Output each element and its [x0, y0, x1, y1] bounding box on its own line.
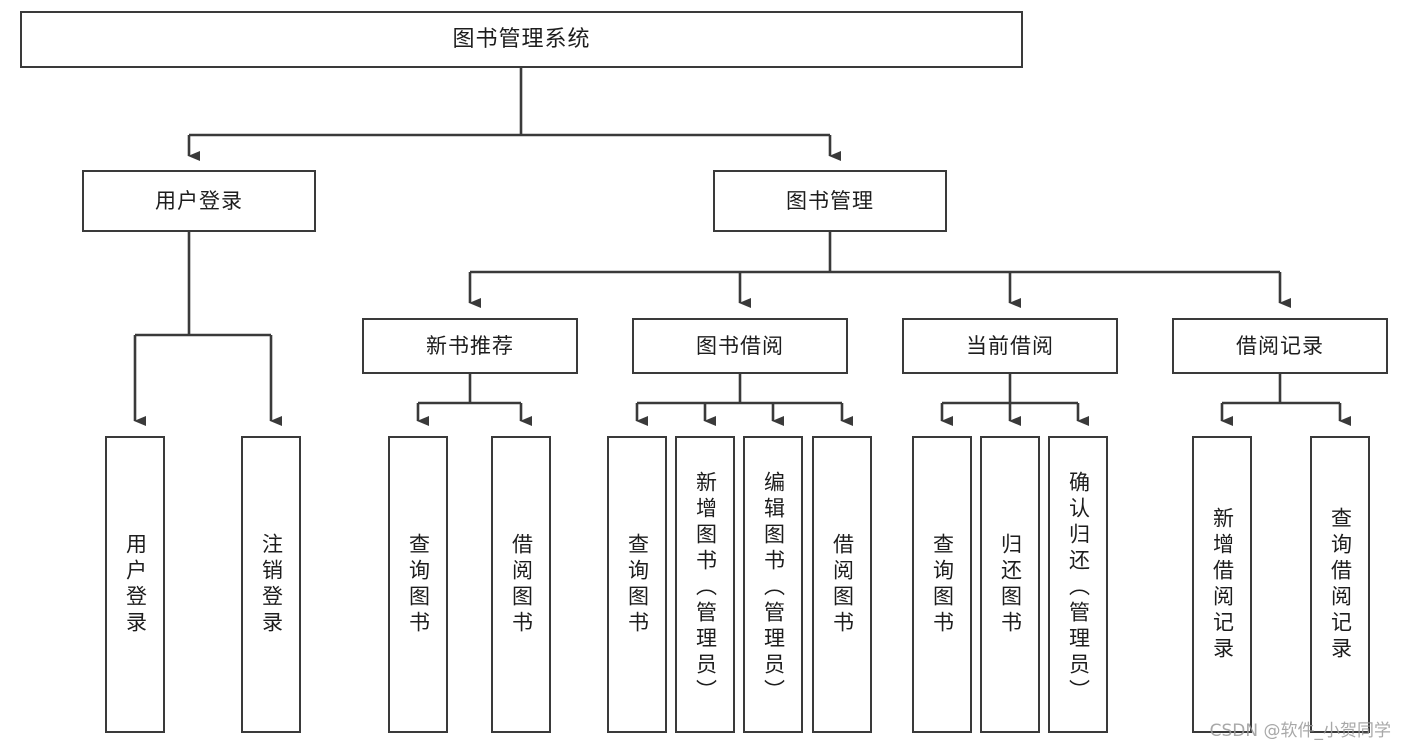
node-label: 借阅图书 — [830, 532, 855, 637]
node-label: 查询借阅记录 — [1328, 506, 1353, 663]
leaf-current-borrow-query-book[interactable]: 查询图书 — [912, 436, 972, 733]
node-label: 编辑图书（管理员） — [761, 470, 786, 705]
node-label: 借阅记录 — [1236, 333, 1324, 358]
node-label: 用户登录 — [123, 532, 148, 637]
leaf-borrow-record-add-record[interactable]: 新增借阅记录 — [1192, 436, 1252, 733]
node-label: 图书借阅 — [696, 333, 784, 358]
node-user-login[interactable]: 用户登录 — [82, 170, 316, 232]
node-label: 新增借阅记录 — [1210, 506, 1235, 663]
leaf-book-borrow-borrow-book[interactable]: 借阅图书 — [812, 436, 872, 733]
node-label: 当前借阅 — [966, 333, 1054, 358]
node-label: 归还图书 — [998, 532, 1023, 637]
watermark-text: CSDN @软件_小贺同学 — [1209, 721, 1391, 741]
node-borrow-record[interactable]: 借阅记录 — [1172, 318, 1388, 374]
node-book-borrow[interactable]: 图书借阅 — [632, 318, 848, 374]
node-root-book-management-system[interactable]: 图书管理系统 — [20, 11, 1023, 68]
leaf-book-borrow-add-book-admin[interactable]: 新增图书（管理员） — [675, 436, 735, 733]
node-label: 查询图书 — [625, 532, 650, 637]
leaf-user-login-logout[interactable]: 注销登录 — [241, 436, 301, 733]
node-label: 新增图书（管理员） — [693, 470, 718, 705]
node-current-borrow[interactable]: 当前借阅 — [902, 318, 1118, 374]
node-label: 图书管理 — [786, 188, 874, 213]
node-label: 查询图书 — [930, 532, 955, 637]
leaf-book-borrow-query-book[interactable]: 查询图书 — [607, 436, 667, 733]
node-label: 新书推荐 — [426, 333, 514, 358]
node-book-management[interactable]: 图书管理 — [713, 170, 947, 232]
node-new-book-recommend[interactable]: 新书推荐 — [362, 318, 578, 374]
leaf-new-book-borrow-book[interactable]: 借阅图书 — [491, 436, 551, 733]
leaf-book-borrow-edit-book-admin[interactable]: 编辑图书（管理员） — [743, 436, 803, 733]
leaf-new-book-query-book[interactable]: 查询图书 — [388, 436, 448, 733]
node-label: 图书管理系统 — [452, 26, 591, 52]
node-label: 注销登录 — [259, 532, 284, 637]
leaf-current-borrow-confirm-return-admin[interactable]: 确认归还（管理员） — [1048, 436, 1108, 733]
node-label: 查询图书 — [406, 532, 431, 637]
leaf-borrow-record-query-record[interactable]: 查询借阅记录 — [1310, 436, 1370, 733]
node-label: 用户登录 — [155, 188, 243, 213]
leaf-user-login-login[interactable]: 用户登录 — [105, 436, 165, 733]
node-label: 借阅图书 — [509, 532, 534, 637]
node-label: 确认归还（管理员） — [1066, 470, 1091, 705]
leaf-current-borrow-return-book[interactable]: 归还图书 — [980, 436, 1040, 733]
